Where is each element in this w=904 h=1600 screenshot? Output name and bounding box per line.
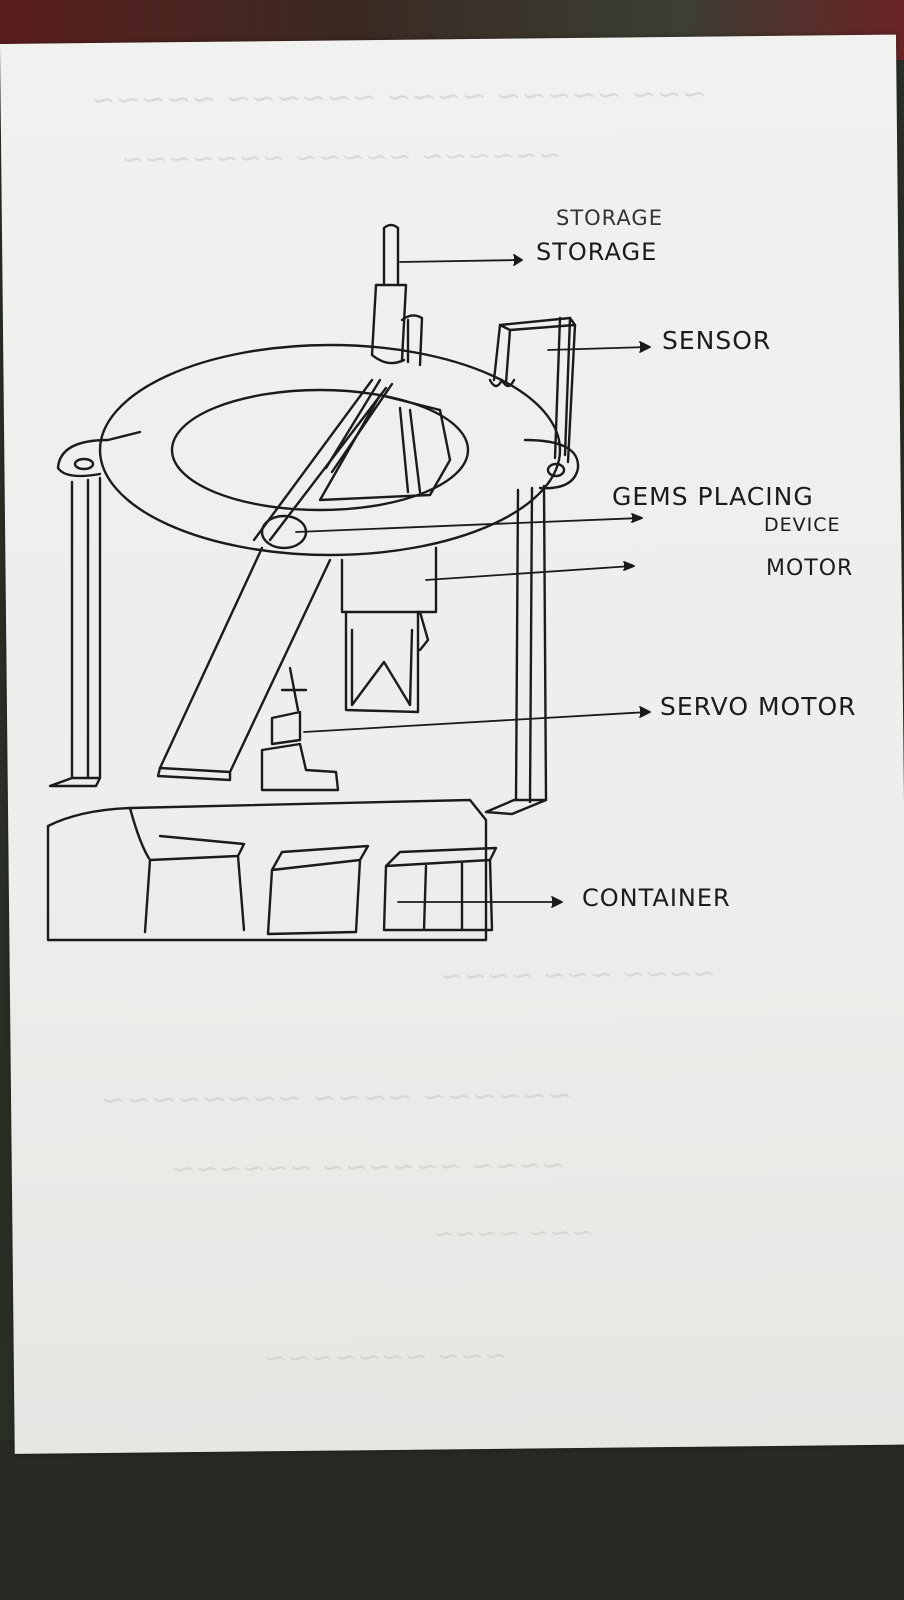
left-support-leg xyxy=(50,478,100,786)
label-servo-motor: SERVO MOTOR xyxy=(660,692,857,721)
container-base xyxy=(48,800,496,940)
label-container: CONTAINER xyxy=(582,884,731,912)
label-storage: STORAGE xyxy=(536,238,657,266)
label-motor: MOTOR xyxy=(766,556,853,581)
gem-slot-window xyxy=(320,380,450,500)
label-sensor: SENSOR xyxy=(662,326,771,355)
motor-block xyxy=(342,548,436,712)
label-gems-placing: GEMS PLACING xyxy=(612,482,814,511)
leader-lines xyxy=(296,255,650,907)
right-support-leg xyxy=(486,486,546,814)
label-gems-device: DEVICE xyxy=(764,514,841,536)
label-storage-top: STORAGE xyxy=(556,206,663,230)
servo-motor xyxy=(262,668,338,790)
storage-tubes xyxy=(372,225,422,365)
